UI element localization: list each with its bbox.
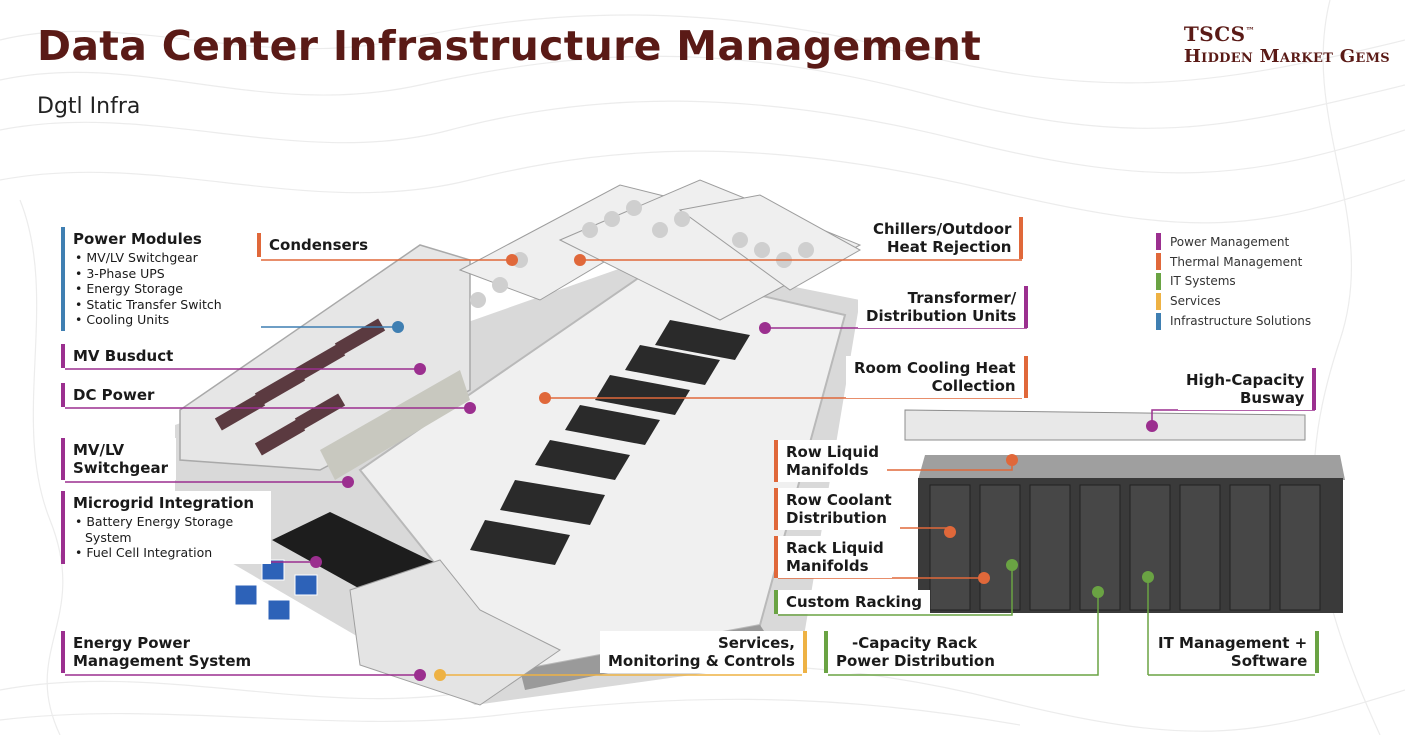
legend-item: Power Management (1156, 232, 1311, 252)
callout-line: Transformer/ (907, 289, 1017, 307)
page-title: Data Center Infrastructure Management (37, 22, 982, 70)
callout-line: Collection (931, 377, 1016, 395)
list-item: Static Transfer Switch (73, 297, 253, 313)
callout-busway: High-Capacity Busway (1178, 368, 1317, 410)
callout-title: Custom Racking (786, 593, 923, 611)
switchgear-block (320, 370, 470, 480)
callout-line: Switchgear (73, 459, 168, 477)
callout-line: Monitoring & Controls (608, 652, 795, 670)
legend-label: Infrastructure Solutions (1170, 314, 1312, 329)
callout-it-management: IT Management + Software (1150, 631, 1320, 673)
brand-logo: TSCS™ Hidden Market Gems (1184, 22, 1390, 67)
list-item: Cooling Units (73, 312, 253, 328)
callout-line: IT Management + (1158, 634, 1308, 652)
legend-label: Power Management (1170, 234, 1290, 249)
legend-item: Infrastructure Solutions (1156, 311, 1311, 331)
callout-rack-liquid: Rack Liquid Manifolds (774, 536, 892, 578)
callout-custom-racking: Custom Racking (774, 590, 931, 614)
list-item: MV/LV Switchgear (73, 250, 253, 266)
callout-title: MV Busduct (73, 347, 174, 365)
list-item: System (85, 529, 132, 545)
list-item: Energy Storage (73, 281, 253, 297)
callout-transformer: Transformer/ Distribution Units (858, 286, 1029, 328)
brand-name: TSCS (1183, 22, 1246, 46)
callout-condensers: Condensers (257, 233, 377, 257)
legend-swatch (1156, 233, 1161, 251)
callout-line: Chillers/Outdoor (873, 220, 1012, 238)
callout-line: Row Liquid (786, 443, 879, 461)
callout-title: Condensers (269, 236, 369, 254)
legend-item: Services (1156, 291, 1311, 311)
legend-label: Services (1170, 294, 1221, 309)
rack-cabinet-top (918, 455, 1345, 480)
callout-title: Power Modules (73, 230, 202, 248)
legend-item: IT Systems (1156, 272, 1311, 292)
callout-line: Rack Liquid (786, 539, 884, 557)
callout-line: Row Coolant (786, 491, 892, 509)
callout-line: Room Cooling Heat (854, 359, 1016, 377)
brand-tagline: Hidden Market Gems (1183, 46, 1390, 67)
legend-label: Thermal Management (1170, 254, 1303, 269)
callout-energy-power: Energy Power Management System (61, 631, 260, 673)
callout-row-liquid: Row Liquid Manifolds (774, 440, 887, 482)
callout-services: Services, Monitoring & Controls (600, 631, 807, 673)
callout-dc-power: DC Power (61, 383, 163, 407)
callout-room-cooling: Room Cooling Heat Collection (846, 356, 1028, 398)
legend-item: Thermal Management (1156, 252, 1311, 272)
list-item: Battery Energy Storage (73, 514, 263, 530)
callout-line: Manifolds (786, 557, 869, 575)
legend-label: IT Systems (1170, 274, 1236, 289)
callout-title: Microgrid Integration (73, 494, 255, 512)
callout-microgrid: Microgrid Integration Battery Energy Sto… (61, 491, 271, 564)
page-subtitle: Dgtl Infra (37, 94, 141, 119)
brand-trademark: ™ (1245, 26, 1256, 37)
control-room (349, 559, 561, 706)
callout-line: -Capacity Rack (852, 634, 977, 652)
list-item: 3-Phase UPS (73, 266, 253, 282)
legend-swatch (1156, 253, 1161, 271)
callout-line: Software (1230, 652, 1308, 670)
callout-mvlv-switchgear: MV/LV Switchgear (61, 438, 176, 480)
callout-line: MV/LV (73, 441, 125, 459)
callout-line: Heat Rejection (886, 238, 1012, 256)
callout-row-coolant: Row Coolant Distribution (774, 488, 900, 530)
callout-title: DC Power (73, 386, 155, 404)
legend: Power Management Thermal Management IT S… (1156, 232, 1311, 331)
callout-line: Energy Power (73, 634, 190, 652)
callout-line: Management System (73, 652, 252, 670)
callout-power-modules: Power Modules MV/LV Switchgear 3-Phase U… (61, 227, 261, 331)
callout-line: Distribution Units (866, 307, 1017, 325)
legend-swatch (1156, 272, 1161, 290)
legend-swatch (1156, 312, 1161, 330)
callout-line: Busway (1239, 389, 1305, 407)
callout-line: Power Distribution (836, 652, 995, 670)
callout-chillers: Chillers/Outdoor Heat Rejection (865, 217, 1024, 259)
callout-mv-busduct: MV Busduct (61, 344, 182, 368)
list-item: Fuel Cell Integration (73, 545, 263, 561)
callout-line: Distribution (786, 509, 887, 527)
callout-line: Manifolds (786, 461, 869, 479)
legend-swatch (1156, 292, 1161, 310)
callout-capacity-rack: -Capacity Rack Power Distribution (824, 631, 1003, 673)
busway-rail (904, 409, 1306, 441)
callout-line: Services, (717, 634, 795, 652)
callout-line: High-Capacity (1186, 371, 1305, 389)
